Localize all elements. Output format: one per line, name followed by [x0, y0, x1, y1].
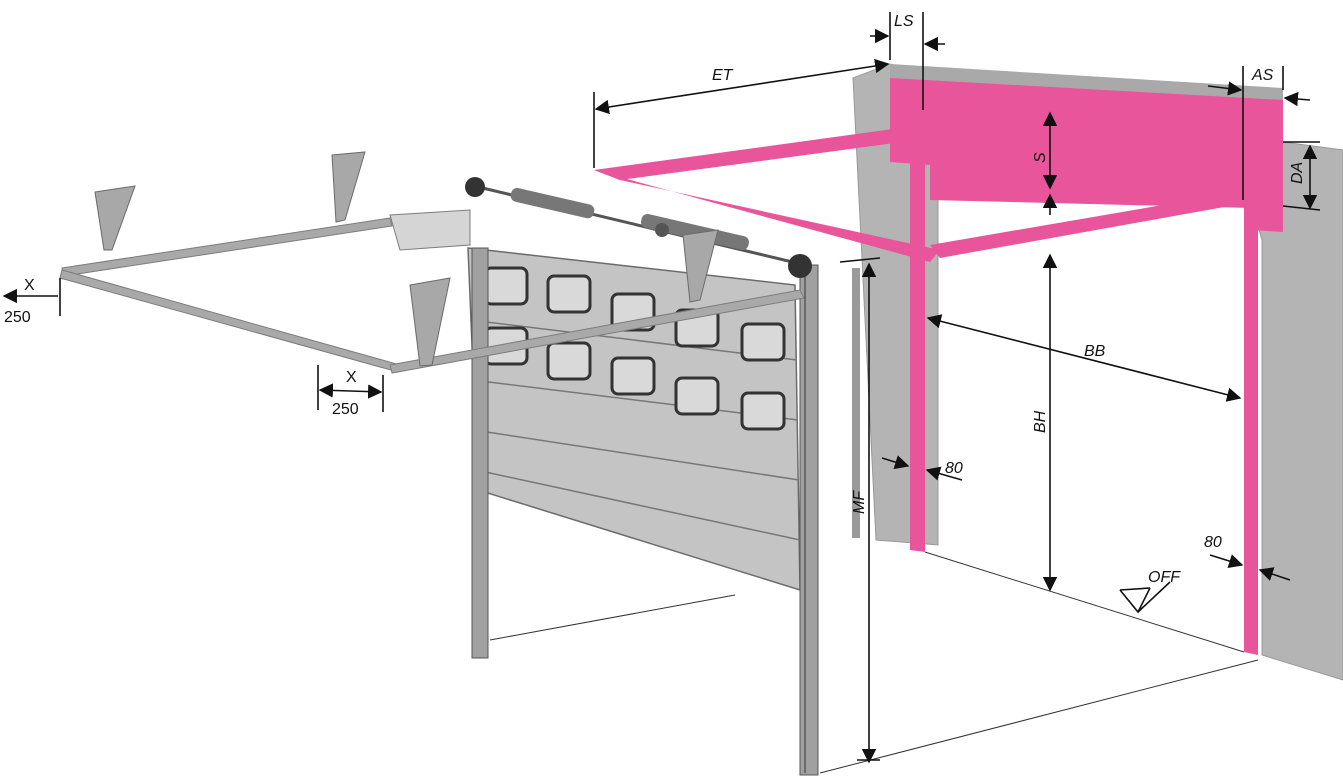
label-80-right: 80: [1204, 534, 1222, 551]
label-s: S: [1032, 152, 1049, 163]
pink-frame-front-rail: [594, 170, 940, 262]
right-vertical-track: [799, 264, 819, 776]
label-ls: LS: [894, 13, 914, 30]
right-jamb: [1244, 205, 1258, 655]
floor-lines: [489, 551, 1259, 774]
label-bb: BB: [1084, 343, 1106, 360]
torsion-spring-shaft: [465, 177, 812, 278]
label-x-mid-value: 250: [332, 401, 359, 418]
label-off: OFF: [1148, 569, 1181, 586]
mf-ruler-bar: [852, 268, 860, 538]
label-x-left-value: 250: [4, 309, 31, 326]
left-vertical-track: [471, 247, 489, 659]
label-as: AS: [1251, 67, 1274, 84]
dimension-lines: [2, 12, 1321, 764]
label-da: DA: [1289, 162, 1306, 184]
suspension-brackets: [94, 151, 719, 367]
lintel-face: [890, 78, 1283, 232]
label-x-left: X: [24, 277, 35, 294]
bracket-3: [409, 277, 451, 367]
pink-frame-left-rail: [594, 126, 917, 180]
horizontal-rails: [59, 209, 805, 374]
label-et: ET: [712, 67, 734, 84]
bracket-4: [682, 229, 719, 303]
pink-frame-back-rail: [930, 190, 1252, 258]
label-bh: BH: [1032, 410, 1049, 433]
label-x-mid: X: [346, 369, 357, 386]
label-80-left: 80: [945, 460, 963, 477]
door-opening-outline: [594, 78, 1283, 655]
dimension-labels: LS AS ET S DA BB BH MF OFF X 250 X 250 8…: [4, 13, 1306, 586]
bracket-1: [94, 185, 136, 251]
left-jamb: [910, 130, 925, 552]
label-mf: MF: [851, 490, 868, 514]
bracket-2: [331, 151, 366, 223]
